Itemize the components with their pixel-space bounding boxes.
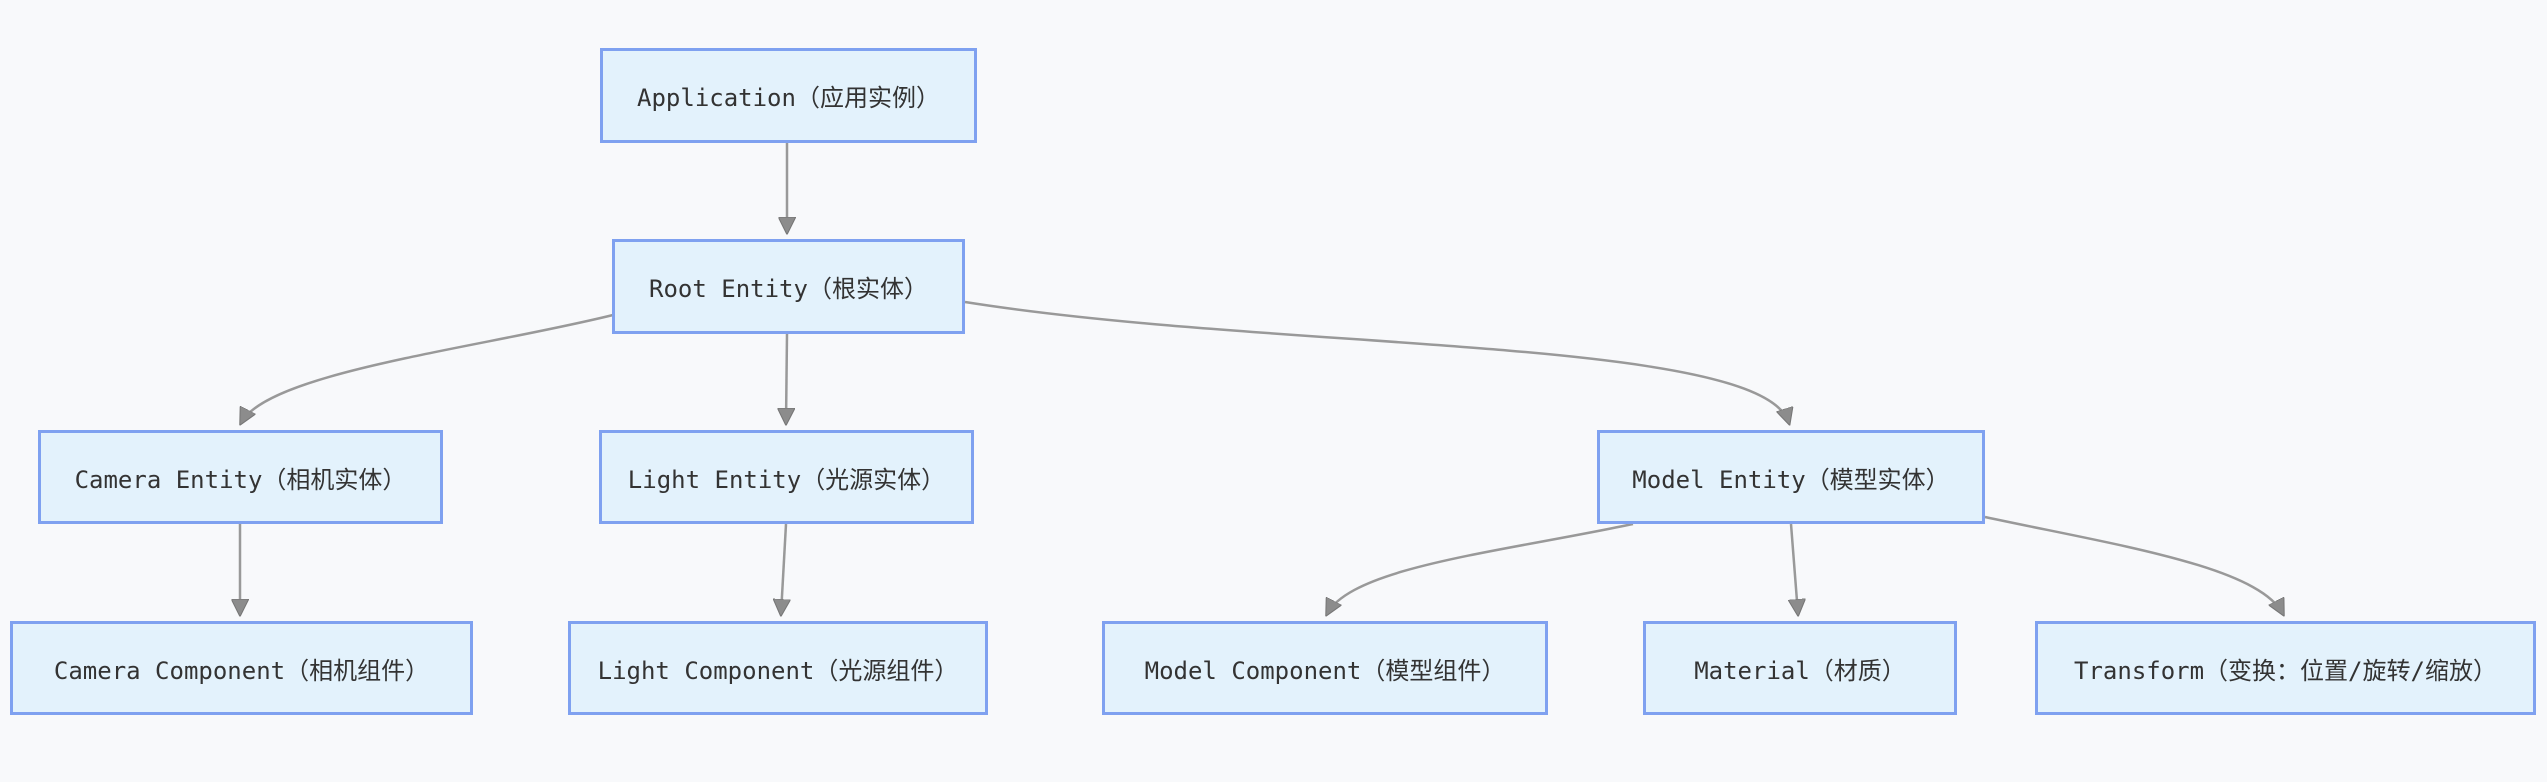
node-camera-component-label: Camera Component（相机组件） <box>53 656 430 685</box>
node-camera-entity-label: Camera Entity（相机实体） <box>74 465 407 494</box>
node-camera-entity: Camera Entity（相机实体） <box>38 430 443 524</box>
node-transform-label: Transform（变换：位置/旋转/缩放） <box>2074 656 2497 685</box>
node-model-entity-label: Model Entity（模型实体） <box>1632 465 1950 494</box>
node-root-entity-label: Root Entity（根实体） <box>649 275 928 303</box>
node-model-component-label: Model Component（模型组件） <box>1144 656 1506 685</box>
node-application: Application（应用实例） <box>600 48 977 143</box>
edge-root-model <box>964 300 1789 423</box>
node-application-label: Application（应用实例） <box>637 84 940 112</box>
node-light-entity: Light Entity（光源实体） <box>599 430 974 524</box>
node-camera-component: Camera Component（相机组件） <box>10 621 473 715</box>
edge-light-lightcomp <box>781 523 786 614</box>
node-light-component-label: Light Component（光源组件） <box>597 656 959 685</box>
node-transform: Transform（变换：位置/旋转/缩放） <box>2035 621 2536 715</box>
node-material: Material（材质） <box>1643 621 1957 715</box>
node-model-entity: Model Entity（模型实体） <box>1597 430 1985 524</box>
node-material-label: Material（材质） <box>1694 656 1906 685</box>
node-root-entity: Root Entity（根实体） <box>612 239 965 334</box>
edge-root-light <box>786 333 787 423</box>
node-model-component: Model Component（模型组件） <box>1102 621 1548 715</box>
edge-model-modelcomp <box>1327 522 1634 614</box>
node-light-component: Light Component（光源组件） <box>568 621 988 715</box>
node-light-entity-label: Light Entity（光源实体） <box>627 465 946 494</box>
edge-model-transform <box>1984 515 2283 614</box>
edge-root-camera <box>241 313 614 423</box>
edge-model-material <box>1791 523 1798 614</box>
